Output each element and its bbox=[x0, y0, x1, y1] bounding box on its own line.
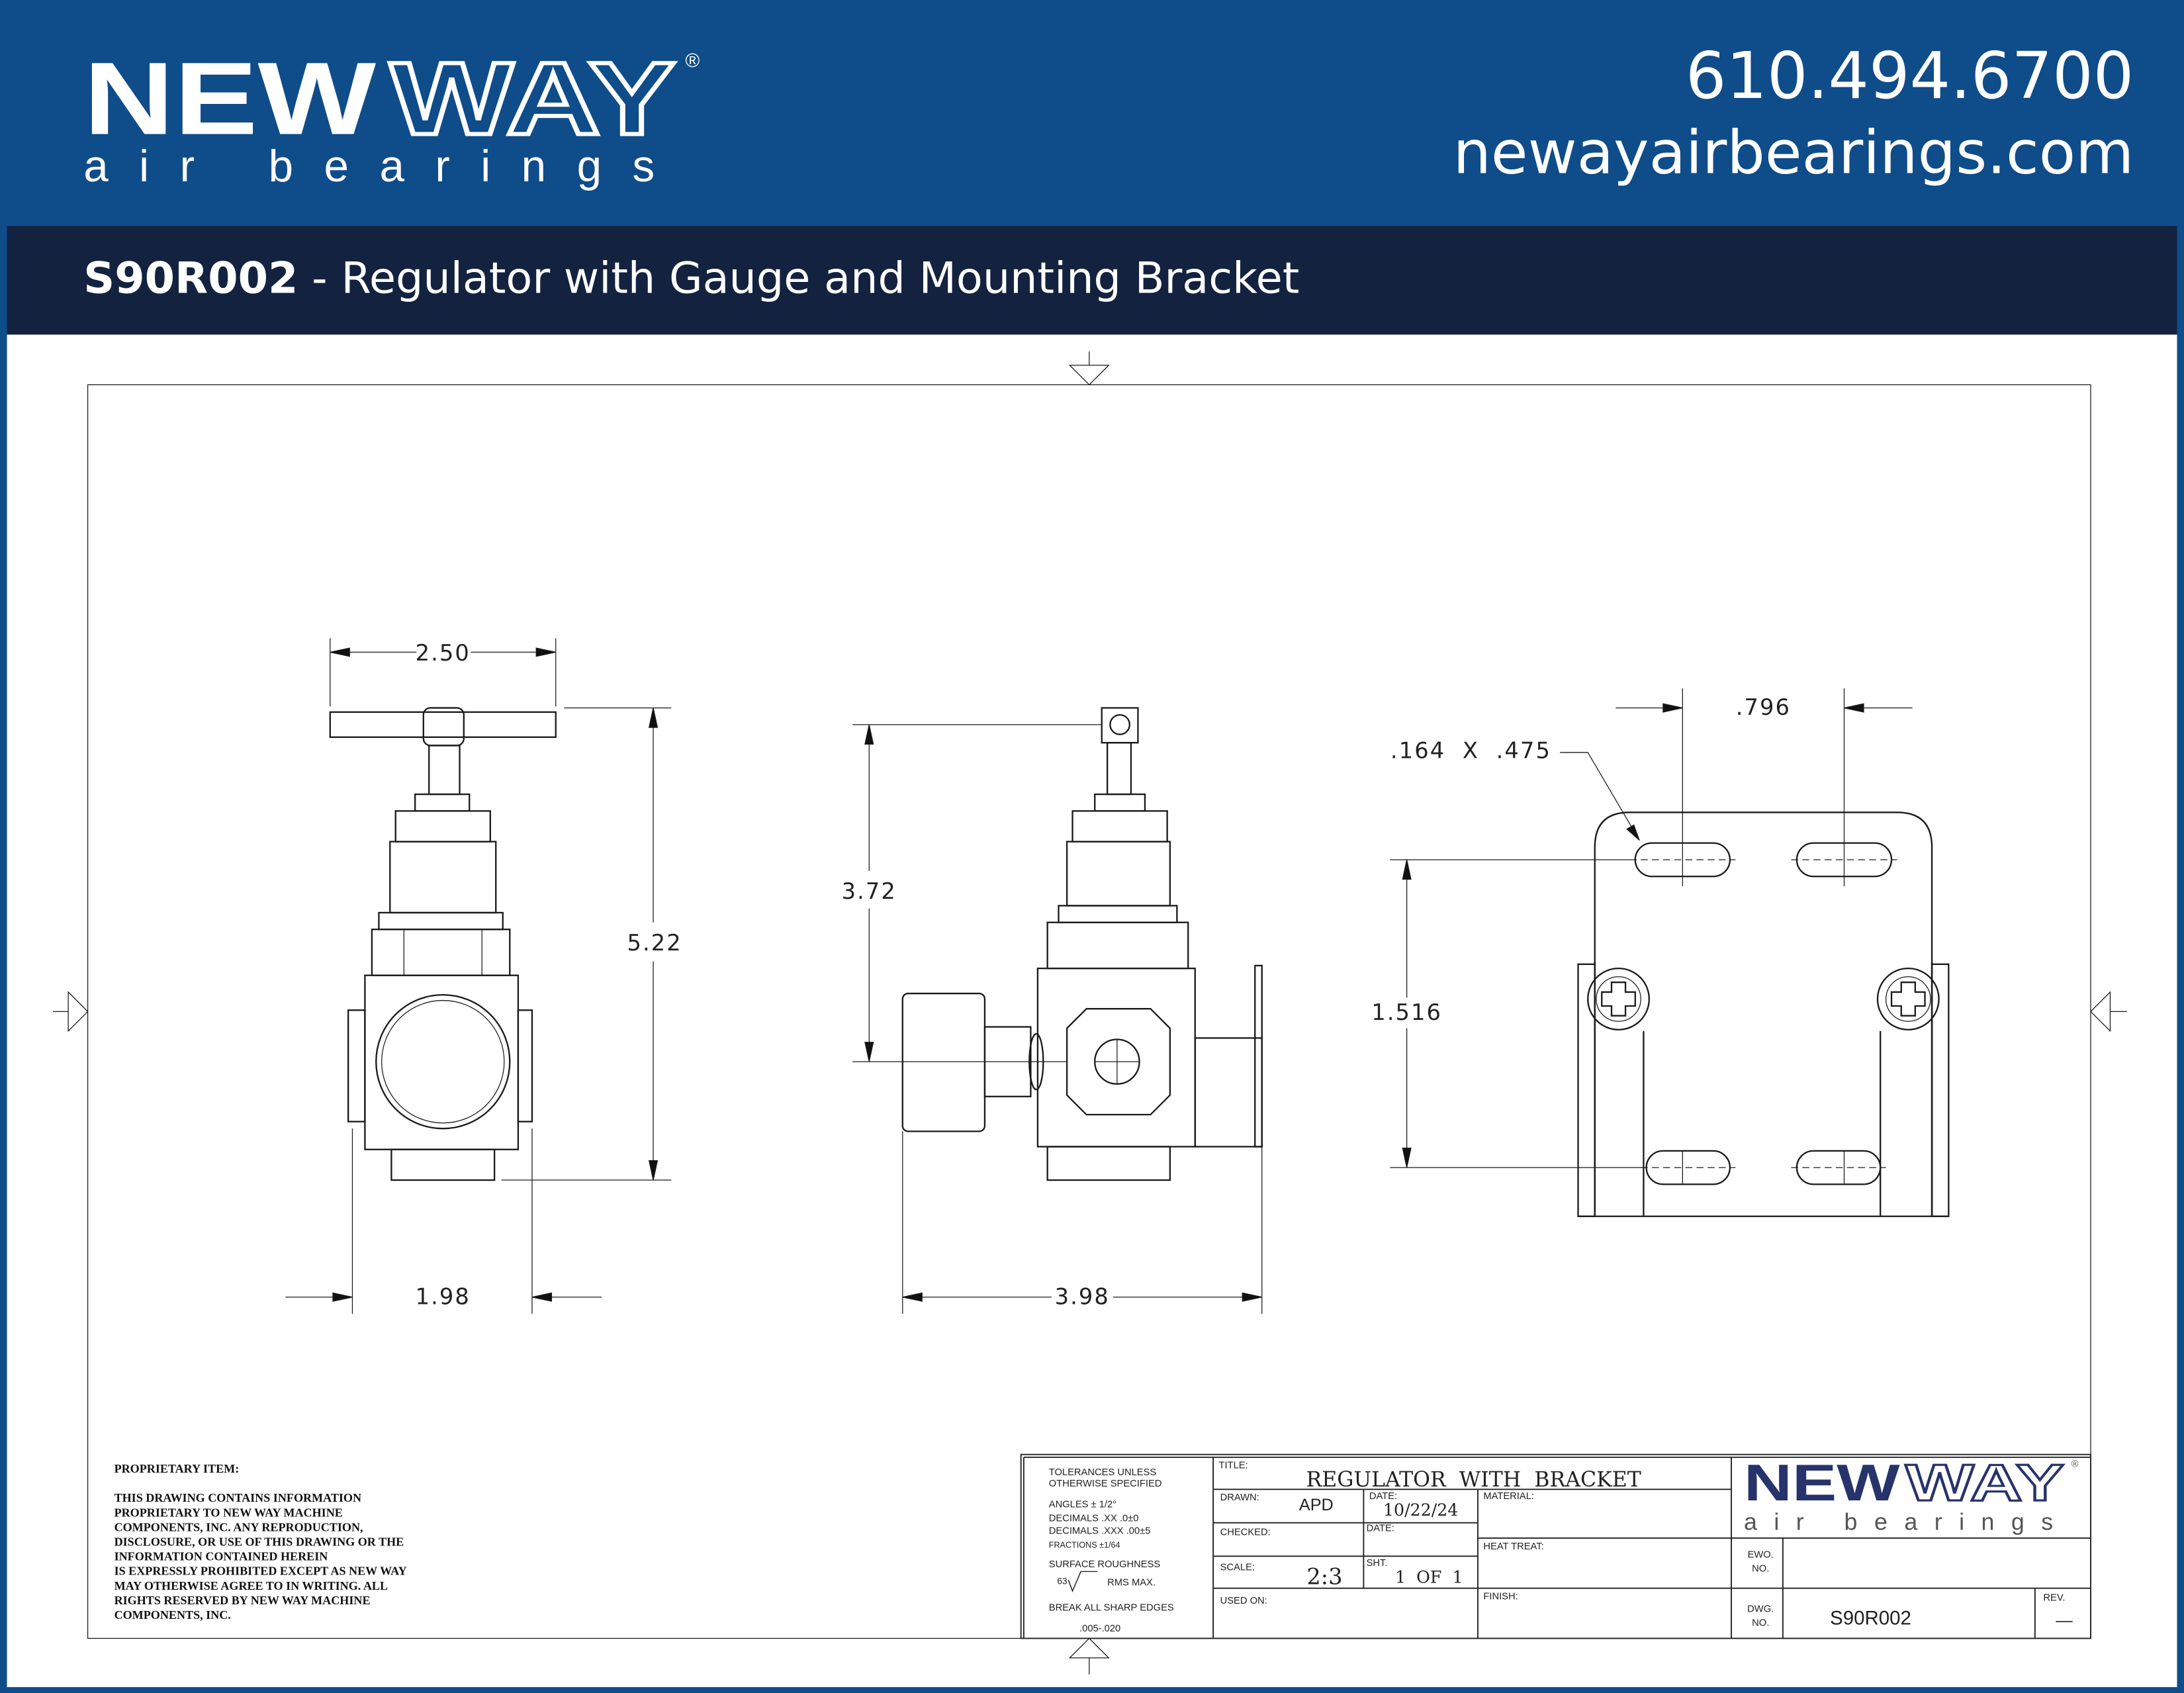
registered-mark: ® bbox=[685, 50, 700, 71]
finish-label: FINISH: bbox=[1483, 1592, 1518, 1602]
revision-value: — bbox=[2056, 1612, 2073, 1630]
tolerance-fractions: FRACTIONS ±1/64 bbox=[1049, 1541, 1120, 1550]
dim-bracket-spacing: .796 bbox=[1736, 694, 1791, 720]
drawn-date: 10/22/24 bbox=[1383, 1500, 1458, 1520]
proprietary-line: COMPONENTS, INC. bbox=[114, 1608, 231, 1622]
used-on-label: USED ON: bbox=[1220, 1596, 1267, 1606]
phone-number[interactable]: 610.494.6700 bbox=[1686, 38, 2134, 113]
logo-new: NEW bbox=[83, 42, 376, 157]
break-edges-label: BREAK ALL SHARP EDGES bbox=[1049, 1602, 1174, 1613]
scale-label: SCALE: bbox=[1220, 1562, 1255, 1573]
checked-label: CHECKED: bbox=[1220, 1528, 1271, 1538]
drawing-area bbox=[7, 334, 2177, 1688]
drawn-by: APD bbox=[1299, 1496, 1334, 1514]
roughness-value: 63 bbox=[1057, 1576, 1067, 1586]
page-title: S90R002 - Regulator with Gauge and Mount… bbox=[83, 253, 1299, 303]
dim-side-width: 3.98 bbox=[1055, 1283, 1110, 1309]
dim-slot-size: .164 X .475 bbox=[1390, 737, 1551, 763]
title-bar bbox=[7, 226, 2177, 335]
dim-side-height: 3.72 bbox=[842, 878, 897, 904]
bracket-view bbox=[1577, 811, 1950, 1217]
bracket-centerlines bbox=[1629, 688, 1897, 1185]
bracket-dimensions bbox=[1390, 703, 1913, 1168]
roughness-symbol-icon bbox=[1068, 1571, 1098, 1592]
rms-label: RMS MAX. bbox=[1107, 1577, 1156, 1588]
proprietary-line: MAY OTHERWISE AGREE TO IN WRITING. ALL bbox=[114, 1579, 388, 1592]
proprietary-line: INFORMATION CONTAINED HEREIN bbox=[114, 1550, 328, 1563]
sheet-value: 1 OF 1 bbox=[1395, 1567, 1463, 1586]
ewo-label: NO. bbox=[1752, 1563, 1769, 1574]
website-link[interactable]: newayairbearings.com bbox=[1453, 118, 2134, 187]
drawn-label: DRAWN: bbox=[1220, 1492, 1259, 1503]
proprietary-line: COMPONENTS, INC. ANY REPRODUCTION, bbox=[114, 1520, 363, 1533]
heat-treat-label: HEAT TREAT: bbox=[1483, 1541, 1543, 1552]
dwg-label: NO. bbox=[1752, 1618, 1769, 1629]
tolerance-decimals-xxx: DECIMALS .XXX .00±5 bbox=[1049, 1526, 1151, 1537]
svg-text:WAY: WAY bbox=[1905, 1455, 2064, 1512]
tolerances-label: OTHERWISE SPECIFIED bbox=[1049, 1479, 1162, 1489]
sheet-label: SHT. bbox=[1367, 1558, 1388, 1569]
ewo-label: EWO. bbox=[1748, 1549, 1774, 1560]
dim-front-height: 5.22 bbox=[627, 930, 682, 956]
proprietary-line: DISCLOSURE, OR USE OF THIS DRAWING OR TH… bbox=[114, 1535, 404, 1549]
title-label: TITLE: bbox=[1219, 1461, 1248, 1471]
dwg-label: DWG. bbox=[1747, 1604, 1774, 1614]
side-view bbox=[901, 707, 1263, 1181]
dim-front-body-width: 1.98 bbox=[416, 1283, 471, 1309]
proprietary-notice: PROPRIETARY ITEM: THIS DRAWING CONTAINS … bbox=[114, 1462, 407, 1622]
proprietary-line: IS EXPRESSLY PROHIBITED EXCEPT AS NEW WA… bbox=[114, 1565, 407, 1578]
break-edges-value: .005-.020 bbox=[1079, 1624, 1120, 1634]
svg-text:®: ® bbox=[2071, 1459, 2079, 1470]
surface-roughness-label: SURFACE ROUGHNESS bbox=[1049, 1559, 1161, 1570]
dim-front-width: 2.50 bbox=[416, 640, 471, 666]
part-description: - Regulator with Gauge and Mounting Brac… bbox=[298, 253, 1299, 303]
tolerance-decimals-xx: DECIMALS .XX .0±0 bbox=[1049, 1514, 1139, 1524]
dim-bracket-vertical: 1.516 bbox=[1371, 999, 1442, 1025]
part-number: S90R002 bbox=[83, 253, 298, 303]
proprietary-line: THIS DRAWING CONTAINS INFORMATION bbox=[114, 1491, 362, 1504]
tolerance-angles: ANGLES ± 1/2° bbox=[1049, 1500, 1116, 1510]
date2-label: DATE: bbox=[1367, 1523, 1394, 1533]
front-view bbox=[329, 707, 557, 1181]
drawing-title: REGULATOR WITH BRACKET bbox=[1306, 1468, 1641, 1492]
proprietary-line: RIGHTS RESERVED BY NEW WAY MACHINE bbox=[114, 1594, 371, 1607]
drawing-number: S90R002 bbox=[1830, 1607, 1911, 1629]
date-label: DATE: bbox=[1369, 1491, 1397, 1502]
scale-value: 2:3 bbox=[1306, 1563, 1342, 1589]
front-dimensions bbox=[285, 638, 672, 1314]
svg-text:NEW: NEW bbox=[1744, 1455, 1900, 1512]
tolerances-label: TOLERANCES UNLESS bbox=[1049, 1467, 1157, 1478]
logo-way: WAY bbox=[390, 42, 675, 157]
proprietary-heading: PROPRIETARY ITEM: bbox=[114, 1462, 240, 1475]
rev-label: REV. bbox=[2043, 1593, 2065, 1604]
material-label: MATERIAL: bbox=[1483, 1491, 1534, 1502]
side-dimensions bbox=[852, 724, 1263, 1314]
center-marks bbox=[52, 351, 2127, 1675]
proprietary-line: PROPRIETARY TO NEW WAY MACHINE bbox=[114, 1506, 343, 1519]
